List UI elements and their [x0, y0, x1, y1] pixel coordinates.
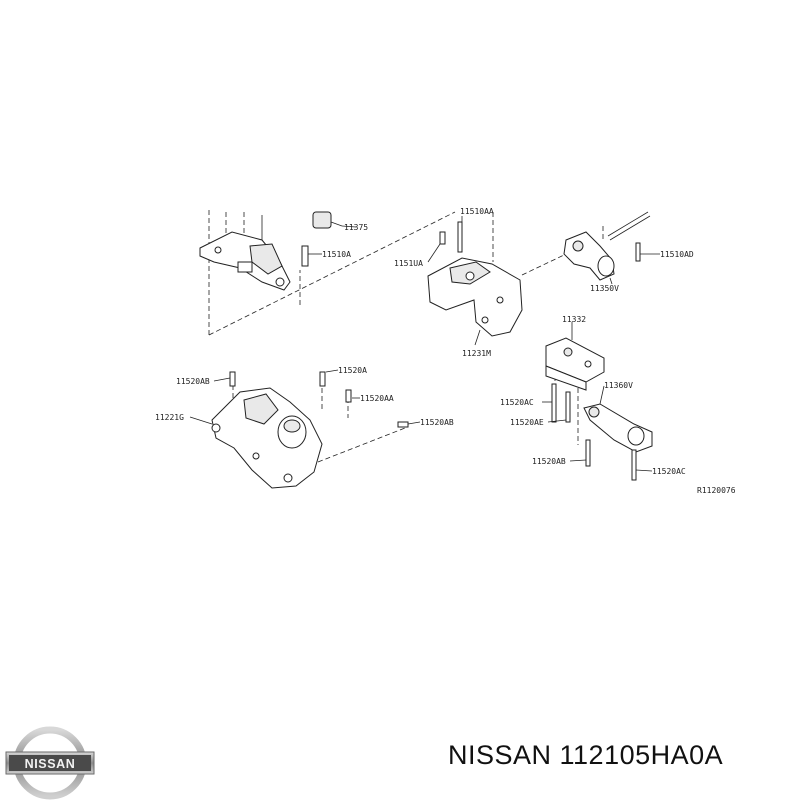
- label-11360V: 11360V: [604, 381, 633, 390]
- label-11520A: 11520A: [338, 366, 367, 375]
- torque-rod-lower: [551, 383, 653, 481]
- lower-left-bracket: [211, 371, 409, 489]
- label-11332: 11332: [562, 315, 586, 324]
- label-11520AB-top: 11520AB: [176, 377, 210, 386]
- upper-left-mount-bracket: [199, 211, 343, 291]
- label-11350V: 11350V: [590, 284, 619, 293]
- label-11520AB-mid: 11520AB: [420, 418, 454, 427]
- label-11520AB-bottom: 11520AB: [532, 457, 566, 466]
- label-1151UA: 1151UA: [394, 259, 423, 268]
- label-11510A: 11510A: [322, 250, 351, 259]
- label-11520AC-right: 11520AC: [652, 467, 686, 476]
- diagram-reference: R1120076: [697, 486, 736, 495]
- nissan-logo: NISSAN: [5, 726, 95, 800]
- label-11231M: 11231M: [462, 349, 491, 358]
- label-11221G: 11221G: [155, 413, 184, 422]
- label-11520AC-left: 11520AC: [500, 398, 534, 407]
- torque-rod-upper: [545, 330, 605, 391]
- center-bracket: [427, 221, 523, 346]
- label-11510AA: 11510AA: [460, 207, 494, 216]
- label-11520AA: 11520AA: [360, 394, 394, 403]
- label-11510AD: 11510AD: [660, 250, 694, 259]
- leader-lines: [189, 216, 660, 472]
- part-caption: NISSAN 112105HA0A: [448, 740, 724, 770]
- nissan-logo-text: NISSAN: [25, 757, 76, 771]
- right-mount: [563, 211, 651, 281]
- label-11375: 11375: [344, 223, 368, 232]
- part-labels: 11375 11510A 1151UA 11510AA 11231M 11510…: [155, 207, 736, 495]
- label-11520AE: 11520AE: [510, 418, 544, 427]
